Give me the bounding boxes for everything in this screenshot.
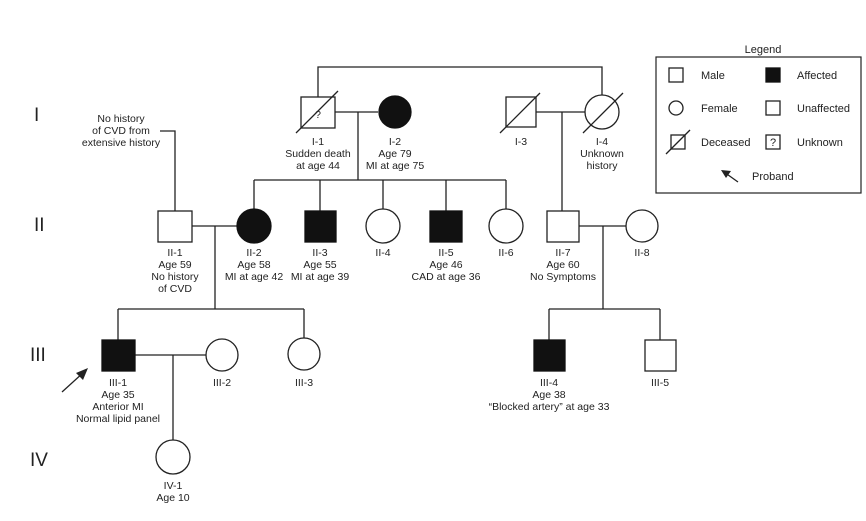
label-II-2-line3: MI at age 42 <box>225 271 284 283</box>
individual-II-7: II-7 Age 60 No Symptoms <box>530 210 596 283</box>
annotation-line-1: No history <box>97 113 145 125</box>
label-I-4-line2: Unknown <box>580 148 624 160</box>
individual-I-2: I-2 Age 79 MI at age 75 <box>366 95 425 172</box>
label-III-2-id: III-2 <box>213 377 231 389</box>
label-IV-1-line2: Age 10 <box>156 492 189 504</box>
label-I-1-id: I-1 <box>312 136 324 148</box>
individual-II-5: II-5 Age 46 CAD at age 36 <box>412 210 481 283</box>
individual-III-1: III-1 Age 35 Anterior MI Normal lipid pa… <box>76 339 160 425</box>
label-II-3-id: II-3 <box>312 247 327 259</box>
legend-female-label: Female <box>701 103 738 115</box>
label-II-7-line2: Age 60 <box>546 259 579 271</box>
label-III-1-id: III-1 <box>109 377 127 389</box>
individual-II-1: II-1 Age 59 No history of CVD <box>151 210 199 295</box>
label-IV-1-id: IV-1 <box>164 480 183 492</box>
label-I-4-id: I-4 <box>596 136 608 148</box>
label-I-2-line3: MI at age 75 <box>366 160 425 172</box>
individual-IV-1: IV-1 Age 10 <box>155 439 191 504</box>
label-II-5-line2: Age 46 <box>429 259 462 271</box>
label-II-1-line3: No history <box>151 271 199 283</box>
label-III-1-line4: Normal lipid panel <box>76 413 160 425</box>
generation-label-1: I <box>34 105 39 126</box>
legend-unaffected-label: Unaffected <box>797 103 850 115</box>
label-II-8-id: II-8 <box>634 247 649 259</box>
label-III-3-id: III-3 <box>295 377 313 389</box>
legend-unknown-label: Unknown <box>797 137 843 149</box>
label-II-5-id: II-5 <box>438 247 453 259</box>
individual-II-3: II-3 Age 55 MI at age 39 <box>291 210 350 283</box>
label-II-7-id: II-7 <box>555 247 570 259</box>
proband-arrow <box>61 368 88 393</box>
individual-II-2: II-2 Age 58 MI at age 42 <box>225 208 284 283</box>
legend-unknown-symbol <box>765 134 781 150</box>
label-II-1-id: II-1 <box>167 247 182 259</box>
label-III-1-line3: Anterior MI <box>92 401 143 413</box>
label-I-1-line3: at age 44 <box>296 160 340 172</box>
label-I-3-id: I-3 <box>515 136 527 148</box>
generation-label-2: II <box>34 215 45 236</box>
legend-unaffected-symbol <box>765 100 781 116</box>
label-II-1-line4: of CVD <box>158 283 192 295</box>
individual-I-3: I-3 <box>499 92 541 148</box>
individual-I-1: ? I-1 Sudden death at age 44 <box>285 90 351 172</box>
annotation-no-history: No history of CVD from extensive history <box>82 113 161 149</box>
connector-lines <box>117 66 661 440</box>
individual-II-4: II-4 <box>365 208 401 259</box>
legend: Legend Male Affected Female Unaffected D… <box>655 44 862 194</box>
individual-I-4: I-4 Unknown history <box>580 92 624 172</box>
label-I-1-line2: Sudden death <box>285 148 351 160</box>
svg-text:?: ? <box>770 137 776 149</box>
label-I-4-line3: history <box>587 160 619 172</box>
label-III-1-line2: Age 35 <box>101 389 134 401</box>
generation-label-4: IV <box>30 450 48 471</box>
svg-text:?: ? <box>315 109 321 121</box>
label-I-2-id: I-2 <box>389 136 401 148</box>
label-III-4-id: III-4 <box>540 377 558 389</box>
individual-III-5: III-5 <box>644 339 677 389</box>
legend-female-symbol <box>668 100 684 116</box>
label-II-1-line2: Age 59 <box>158 259 191 271</box>
legend-affected-symbol <box>765 67 781 83</box>
label-II-5-line3: CAD at age 36 <box>412 271 481 283</box>
label-III-4-line2: Age 38 <box>532 389 565 401</box>
legend-male-symbol <box>668 67 684 83</box>
label-II-3-line2: Age 55 <box>303 259 336 271</box>
legend-deceased-label: Deceased <box>701 137 751 149</box>
label-I-2-line2: Age 79 <box>378 148 411 160</box>
annotation-line-3: extensive history <box>82 137 161 149</box>
generation-label-3: III <box>30 345 46 366</box>
legend-proband-label: Proband <box>752 171 794 183</box>
label-II-7-line3: No Symptoms <box>530 271 596 283</box>
label-II-6-id: II-6 <box>498 247 513 259</box>
individual-III-4: III-4 Age 38 “Blocked artery” at age 33 <box>489 339 610 413</box>
annotation-line-2: of CVD from <box>92 125 150 137</box>
individual-III-3: III-3 <box>287 337 321 389</box>
individual-II-6: II-6 <box>488 208 524 259</box>
label-II-3-line3: MI at age 39 <box>291 271 350 283</box>
individual-III-2: III-2 <box>205 338 239 389</box>
label-III-5-id: III-5 <box>651 377 669 389</box>
label-II-2-line2: Age 58 <box>237 259 270 271</box>
label-II-4-id: II-4 <box>375 247 390 259</box>
legend-title: Legend <box>745 44 782 56</box>
label-II-2-id: II-2 <box>246 247 261 259</box>
label-III-4-line3: “Blocked artery” at age 33 <box>489 401 610 413</box>
legend-affected-label: Affected <box>797 70 837 82</box>
individual-II-8: II-8 <box>625 209 659 259</box>
legend-male-label: Male <box>701 70 725 82</box>
